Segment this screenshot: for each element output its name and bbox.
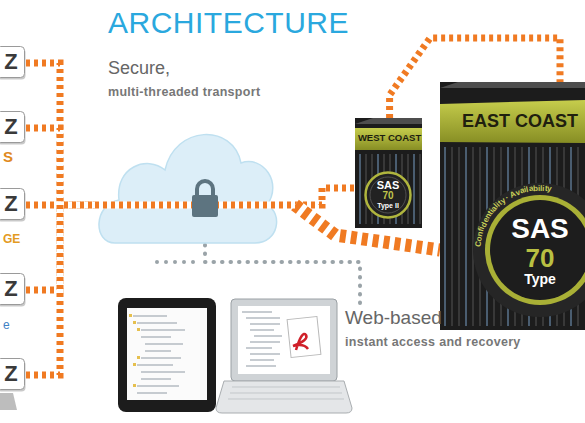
ring-letter: b xyxy=(533,184,538,192)
badge-number: 70 xyxy=(382,191,393,202)
rack-band xyxy=(440,100,585,143)
badge-disc xyxy=(490,200,585,300)
lock-shackle xyxy=(197,181,213,197)
rack-top xyxy=(440,82,585,88)
tablet-body xyxy=(118,298,216,412)
cloud-transport: Secure, multi-threaded transport xyxy=(95,55,295,245)
datacenter-rack: WEST COAST SAS70Type II xyxy=(355,118,424,228)
client-icon: Z xyxy=(0,46,26,80)
client-letter: Z xyxy=(4,276,17,302)
icon-frame xyxy=(0,189,25,220)
product-label: S xyxy=(3,148,13,165)
heading-text: Secure, xyxy=(108,58,170,80)
lock-body xyxy=(192,195,218,217)
rack-slots xyxy=(360,154,420,224)
tablet-screen xyxy=(127,308,207,400)
datacenter-rack: EAST COAST SAS70TypeConfidentiality · Ava… xyxy=(440,82,585,330)
transport-stripe xyxy=(295,188,355,205)
keyboard xyxy=(228,387,344,399)
rack-label: WEST COAST xyxy=(358,133,421,144)
certification-badge: SAS70TypeConfidentiality · Availability xyxy=(472,182,585,318)
stripe-ground xyxy=(26,205,95,375)
icon-frame xyxy=(0,47,25,78)
laptop-screen xyxy=(238,306,330,374)
node-shape xyxy=(95,55,295,245)
tablet xyxy=(118,298,216,412)
rack-label: EAST COAST xyxy=(462,111,578,133)
connector-group xyxy=(26,63,95,205)
product-label: GE xyxy=(3,232,20,246)
client-letter: Z xyxy=(4,361,17,387)
laptop-lid xyxy=(231,299,337,381)
server-rack xyxy=(355,118,422,228)
badge-olive-ring xyxy=(485,195,585,305)
client-letter: Z xyxy=(4,49,17,75)
ring-letter: i xyxy=(538,184,540,192)
certification-badge: SAS70Type II xyxy=(364,171,412,219)
transport-stripe xyxy=(26,63,95,205)
rack-top xyxy=(355,118,422,124)
stripe-ground xyxy=(295,188,355,205)
product-label: e xyxy=(3,318,10,332)
badge-disc xyxy=(366,173,411,218)
diagram-title: ARCHITECTURE xyxy=(108,6,349,40)
connector-group xyxy=(205,245,360,305)
dotted-link xyxy=(205,245,360,305)
file-tree xyxy=(242,312,282,366)
badge-ring-text: Confidentiality · Availability xyxy=(472,182,585,318)
transport-stripe xyxy=(26,128,95,205)
heading-text: Web-based xyxy=(345,307,442,330)
cloud-outline xyxy=(99,135,277,243)
icon-frame xyxy=(0,112,25,143)
dotted-trail xyxy=(155,260,195,264)
badge-outer-ring xyxy=(473,183,585,317)
laptop-base xyxy=(216,381,352,413)
connector-group xyxy=(295,188,355,205)
laptop xyxy=(216,299,352,413)
file-tree xyxy=(133,316,185,393)
badge-number: 70 xyxy=(526,245,555,272)
icon-frame xyxy=(0,274,25,305)
subheading-text: instant access and recovery xyxy=(345,335,521,350)
web-access-caption: Web-based instant access and recovery xyxy=(345,305,545,354)
client-letter: Z xyxy=(4,114,17,140)
device-fragment xyxy=(0,393,17,410)
ring-letter: y xyxy=(547,185,553,194)
badge-text: SAS xyxy=(511,214,569,245)
stripe-ground xyxy=(26,128,95,205)
badge-text: Type II xyxy=(377,202,399,210)
client-icon: Z xyxy=(0,273,26,307)
client-icon: Z xyxy=(0,111,26,145)
stripe-ground xyxy=(26,63,95,205)
connector-group xyxy=(26,205,95,375)
connector-group xyxy=(26,128,95,205)
client-icon: Z xyxy=(0,358,26,392)
pdf-logo xyxy=(293,334,308,350)
subheading-text: multi-threaded transport xyxy=(108,85,260,100)
transport-stripe xyxy=(26,205,95,375)
rack-band xyxy=(355,128,422,150)
document-icon xyxy=(287,317,321,358)
badge-ring xyxy=(370,177,406,213)
badge-text: SAS xyxy=(377,179,400,191)
client-icon: Z xyxy=(0,188,26,222)
icon-frame xyxy=(0,359,25,390)
folder-icons xyxy=(129,314,140,387)
badge-text: Type xyxy=(524,272,556,287)
client-letter: Z xyxy=(4,191,17,217)
ring-letter: l xyxy=(540,184,542,192)
